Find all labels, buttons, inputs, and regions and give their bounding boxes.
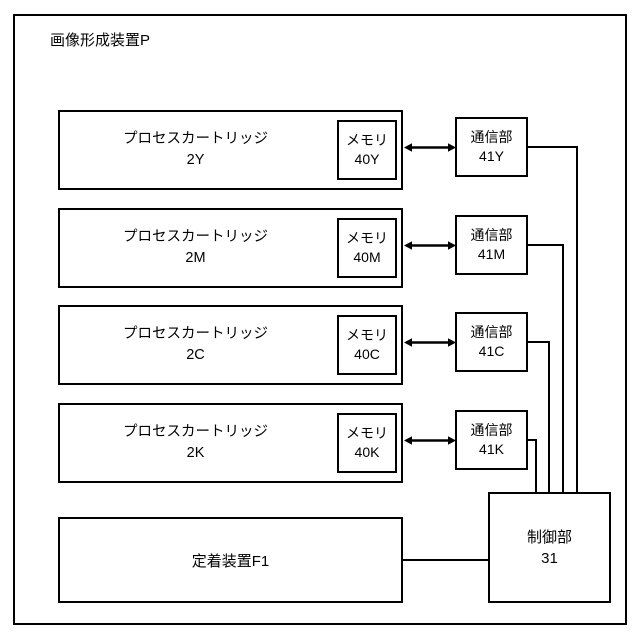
process-cartridge-box-2Y[interactable]: プロセスカートリッジ 2Y メモリ 40Y — [58, 110, 403, 190]
memory-ref-40Y: 40Y — [354, 151, 380, 167]
communication-unit-box-41Y[interactable]: 通信部 41Y — [455, 117, 528, 177]
double-headed-arrow-icon-M — [404, 241, 456, 250]
communication-unit-name-41M: 通信部 — [470, 227, 513, 244]
process-cartridge-name-2C: プロセスカートリッジ — [123, 325, 268, 342]
process-cartridge-name-2Y: プロセスカートリッジ — [123, 130, 268, 147]
process-cartridge-ref-2K: 2K — [186, 445, 205, 461]
double-headed-arrow-icon-K — [404, 436, 456, 445]
process-cartridge-box-2K[interactable]: プロセスカートリッジ 2K メモリ 40K — [58, 403, 403, 483]
double-headed-arrow-icon-C — [404, 338, 456, 347]
memory-name-40M: メモリ — [346, 230, 388, 247]
process-cartridge-ref-2M: 2M — [185, 250, 206, 266]
apparatus-title: 画像形成装置P — [50, 32, 151, 49]
communication-unit-name-41K: 通信部 — [470, 422, 513, 439]
communication-unit-ref-41K: 41K — [479, 441, 504, 457]
connector-41Y-horizontal — [528, 146, 578, 148]
fixing-device-box[interactable]: 定着装置F1 — [58, 517, 403, 603]
process-cartridge-label-2K: プロセスカートリッジ 2K — [60, 422, 331, 464]
memory-name-40C: メモリ — [346, 327, 388, 344]
memory-box-40K[interactable]: メモリ 40K — [337, 413, 397, 473]
process-cartridge-name-2K: プロセスカートリッジ — [123, 423, 268, 440]
communication-unit-box-41C[interactable]: 通信部 41C — [455, 312, 528, 372]
communication-unit-ref-41M: 41M — [477, 246, 506, 262]
memory-name-40Y: メモリ — [346, 132, 388, 149]
memory-ref-40M: 40M — [353, 249, 381, 265]
process-cartridge-ref-2Y: 2Y — [186, 152, 205, 168]
connector-41C-horizontal — [528, 341, 550, 343]
communication-unit-name-41Y: 通信部 — [470, 129, 513, 146]
control-unit-box[interactable]: 制御部 31 — [488, 492, 611, 603]
connector-41M-horizontal — [528, 244, 564, 246]
process-cartridge-label-2M: プロセスカートリッジ 2M — [60, 227, 331, 269]
connector-41K-vertical — [535, 439, 537, 494]
communication-unit-box-41M[interactable]: 通信部 41M — [455, 215, 528, 275]
control-unit-ref: 31 — [541, 549, 558, 567]
communication-unit-name-41C: 通信部 — [470, 324, 513, 341]
connector-41C-vertical — [548, 341, 550, 494]
communication-unit-box-41K[interactable]: 通信部 41K — [455, 410, 528, 470]
connector-fixing-device-to-control — [403, 559, 490, 561]
communication-unit-ref-41Y: 41Y — [479, 148, 504, 164]
memory-box-40M[interactable]: メモリ 40M — [337, 218, 397, 278]
memory-ref-40K: 40K — [354, 444, 380, 460]
connector-41K-horizontal — [528, 439, 537, 441]
process-cartridge-ref-2C: 2C — [186, 347, 205, 363]
connector-41M-vertical — [562, 244, 564, 494]
memory-box-40Y[interactable]: メモリ 40Y — [337, 120, 397, 180]
process-cartridge-label-2Y: プロセスカートリッジ 2Y — [60, 129, 331, 171]
control-unit-name: 制御部 — [526, 528, 572, 546]
process-cartridge-box-2C[interactable]: プロセスカートリッジ 2C メモリ 40C — [58, 305, 403, 385]
process-cartridge-name-2M: プロセスカートリッジ — [123, 228, 268, 245]
process-cartridge-box-2M[interactable]: プロセスカートリッジ 2M メモリ 40M — [58, 208, 403, 288]
memory-name-40K: メモリ — [346, 425, 388, 442]
process-cartridge-label-2C: プロセスカートリッジ 2C — [60, 324, 331, 366]
double-headed-arrow-icon-Y — [404, 143, 456, 152]
communication-unit-ref-41C: 41C — [478, 343, 505, 359]
fixing-device-label: 定着装置F1 — [191, 552, 270, 570]
connector-41Y-vertical — [576, 146, 578, 494]
memory-box-40C[interactable]: メモリ 40C — [337, 315, 397, 375]
memory-ref-40C: 40C — [354, 346, 380, 362]
